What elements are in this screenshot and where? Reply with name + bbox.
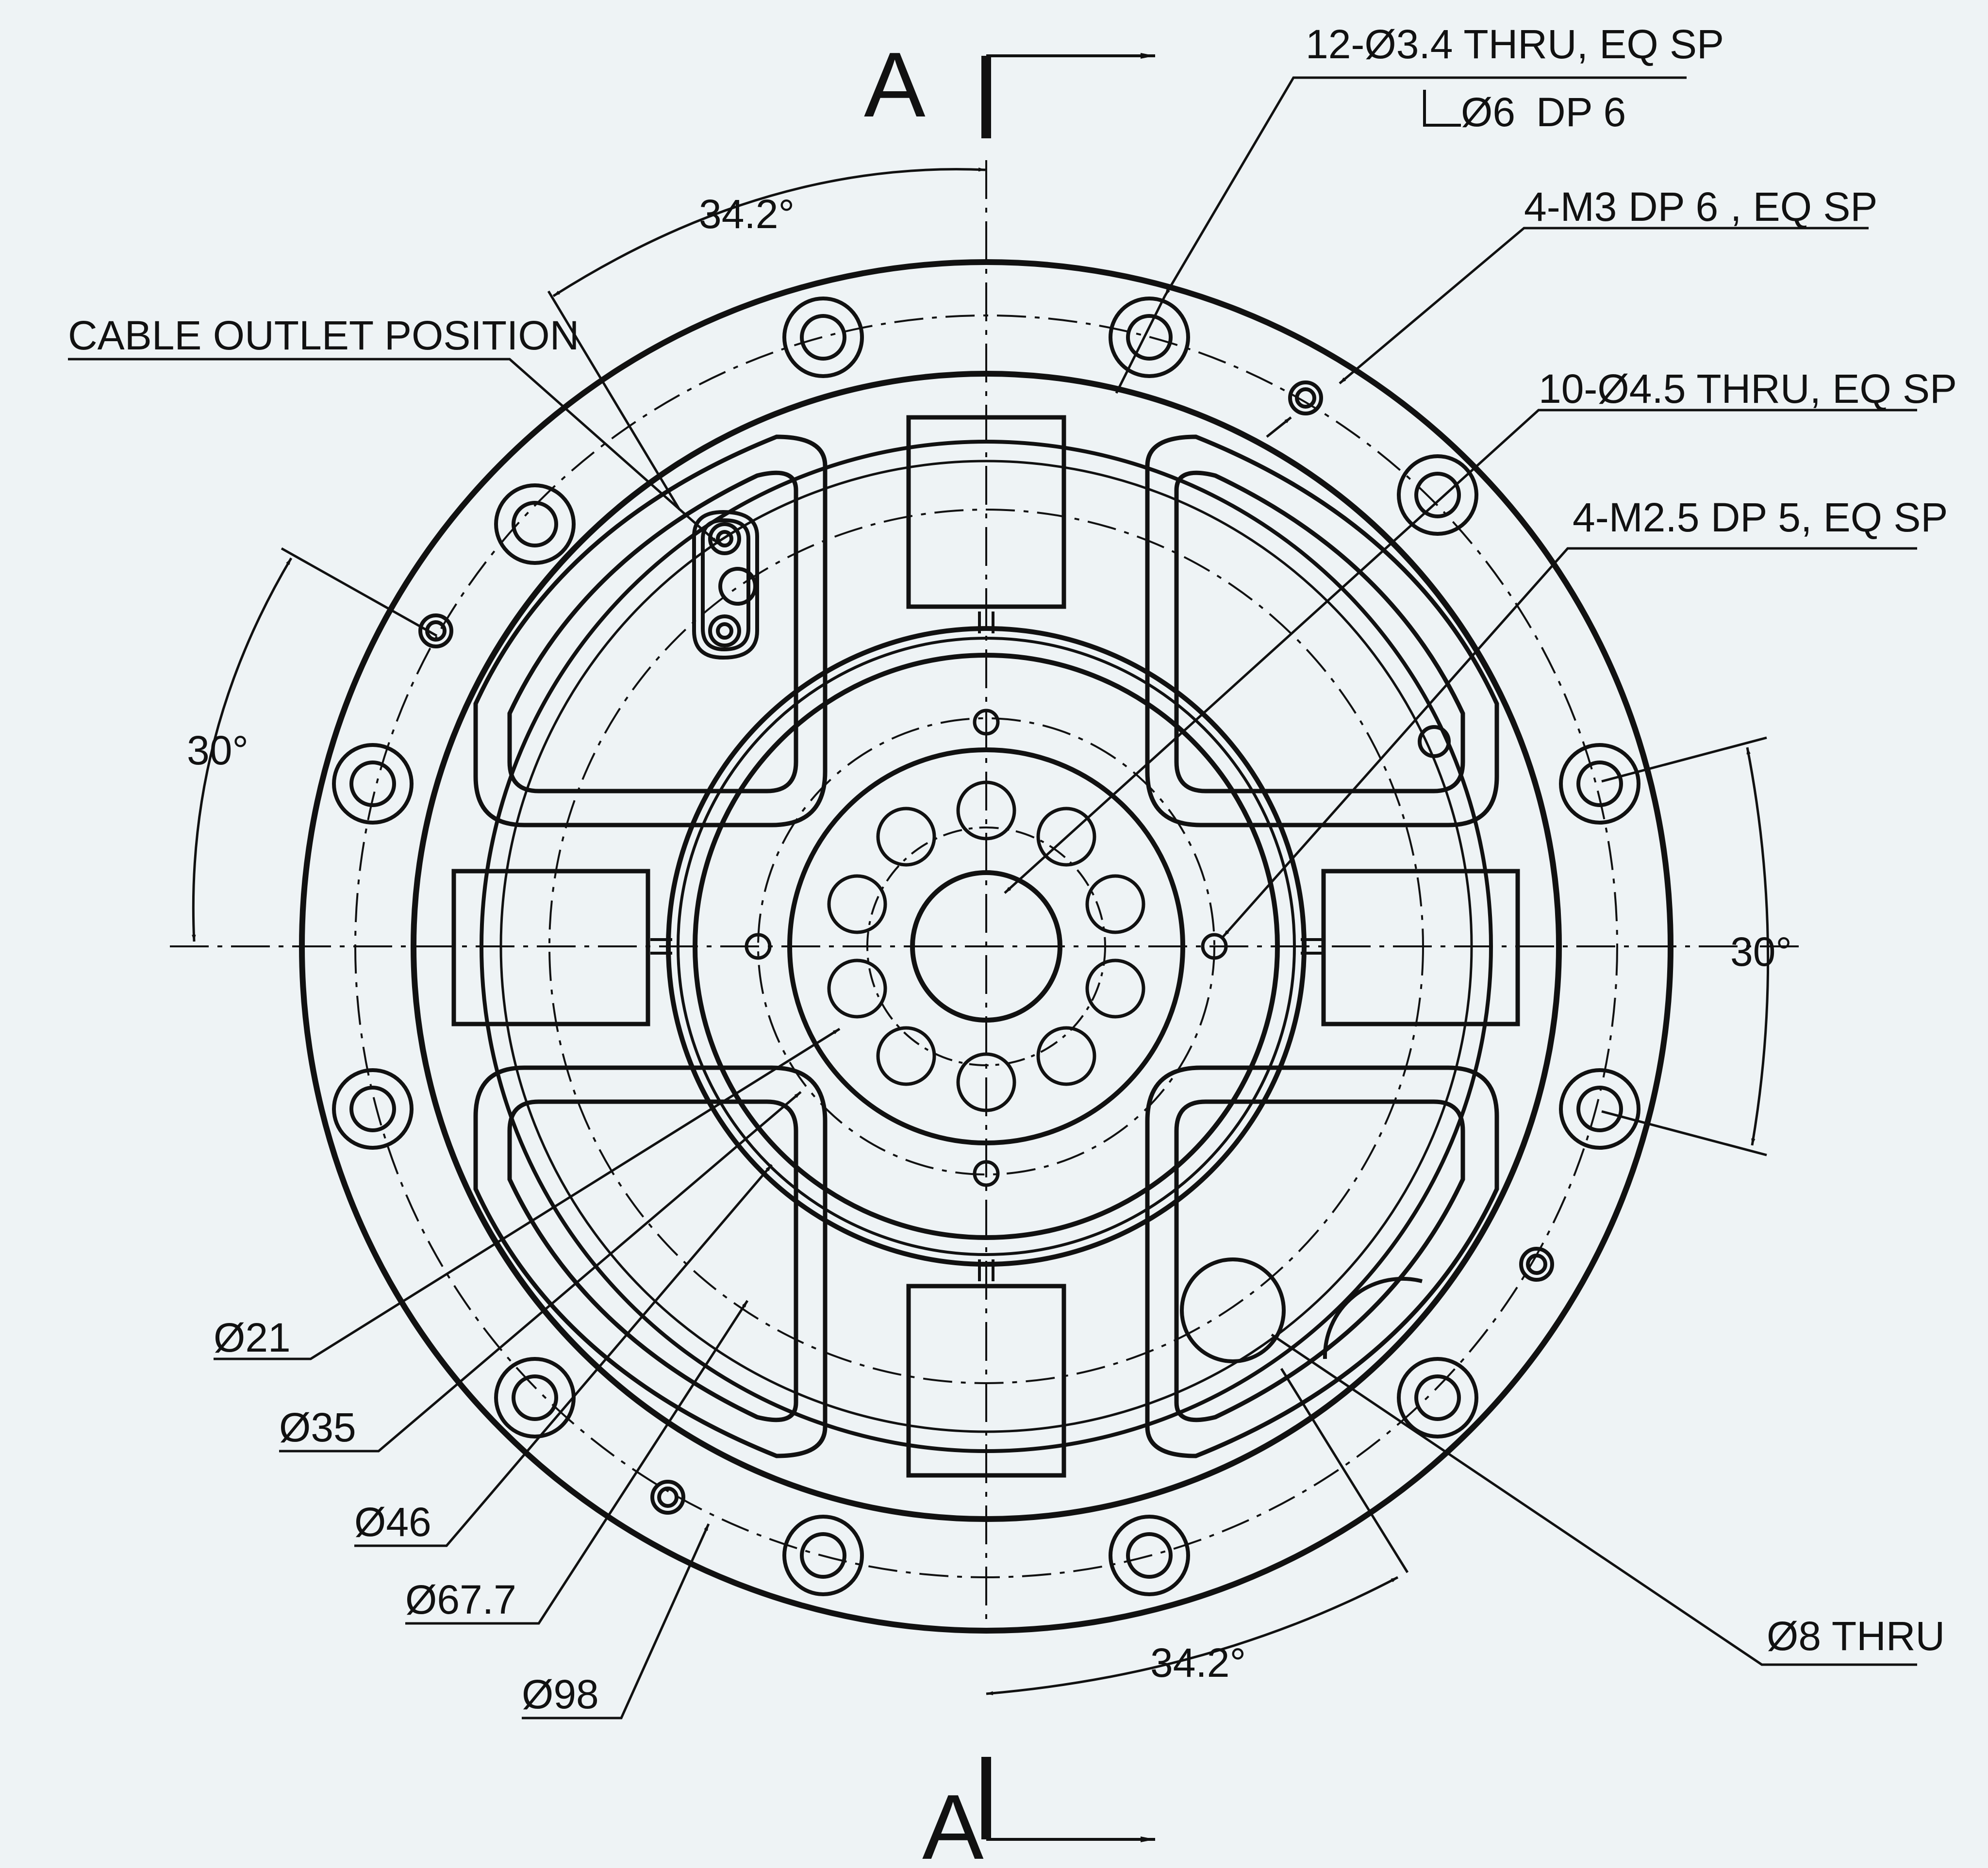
spoke-ring [480, 440, 1493, 1453]
hub [666, 626, 1307, 1267]
angle-label-top-left: 34.2° [699, 191, 795, 237]
section-line-bottom [981, 1757, 1155, 1842]
callout-m3-prefix: 4-M3 [1524, 184, 1617, 230]
hub-holes-m25 [745, 709, 1228, 1187]
callout-leaders [68, 76, 1917, 1719]
pocket-hole-upper-right [1418, 725, 1451, 758]
diameter-label-67-7: Ø67.7 [405, 1577, 516, 1622]
section-mark-top: A [864, 33, 926, 136]
hub-holes-10 [827, 780, 1145, 1112]
section-mark-bottom: A [922, 1776, 984, 1868]
section-line-top [981, 53, 1155, 138]
diameter-label-98: Ø98 [522, 1671, 599, 1717]
angle-label-bottom-right: 34.2° [1150, 1640, 1246, 1686]
callout-cable-outlet: CABLE OUTLET POSITION [68, 313, 579, 358]
callout-m3-suffix: , EQ SP [1730, 184, 1877, 230]
callout-thru-8: Ø8 THRU [1767, 1613, 1945, 1659]
diameter-label-35: Ø35 [279, 1405, 356, 1450]
center-lines [170, 160, 1806, 1621]
callout-counterbore-dia: Ø6 [1461, 89, 1515, 135]
angle-label-right: 30° [1730, 929, 1792, 975]
callout-m3-depth: DP 6 [1628, 184, 1718, 230]
callout-m25: 4-M2.5 DP 5, EQ SP [1573, 495, 1948, 540]
callout-counterbore-depth: DP 6 [1536, 89, 1626, 135]
flange-holes-m3 [418, 380, 1554, 1515]
thru-hole-8 [1180, 1257, 1423, 1363]
pockets [473, 434, 1499, 1458]
callout-thru-holes-10: 10-Ø4.5 THRU, EQ SP [1539, 366, 1957, 412]
diameter-label-21: Ø21 [214, 1315, 291, 1360]
callout-thru-holes-12: 12-Ø3.4 THRU, EQ SP [1306, 21, 1724, 67]
counterbore-symbol [1423, 90, 1461, 127]
angle-label-left: 30° [187, 727, 248, 773]
angle-dimensions [192, 167, 1770, 1695]
ring-notches [650, 612, 1323, 1281]
cable-outlet [692, 510, 759, 660]
spoke-blocks [451, 415, 1520, 1478]
diameter-label-46: Ø46 [354, 1499, 431, 1545]
